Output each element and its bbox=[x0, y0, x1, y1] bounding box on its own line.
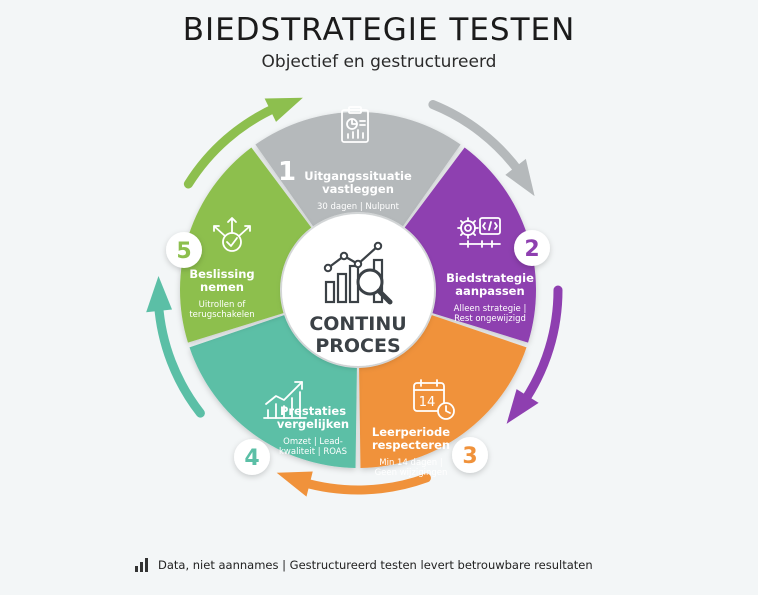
step-2-title-line-1: Biedstrategie bbox=[446, 271, 534, 285]
step-1-title-line-2: vastleggen bbox=[322, 182, 394, 196]
step-1-title-line-1: Uitgangssituatie bbox=[304, 169, 412, 183]
cycle-arrow-5 bbox=[183, 102, 282, 189]
step-5-number: 5 bbox=[176, 239, 191, 264]
decision-arrows-icon bbox=[213, 217, 251, 252]
step-3-title-line-2: respecteren bbox=[372, 438, 450, 452]
step-3-title-line-1: Leerperiode bbox=[372, 425, 450, 439]
bar-chart-icon bbox=[135, 558, 148, 572]
step-2-desc-line-2: Rest ongewijzigd bbox=[454, 314, 526, 324]
calendar-clock-icon: 14 bbox=[413, 379, 455, 420]
center-label-line2: PROCES bbox=[315, 335, 400, 357]
step-2-desc-line-1: Alleen strategie | bbox=[454, 304, 527, 314]
footer-text: Data, niet aannames | Gestructureerd tes… bbox=[158, 558, 593, 572]
growth-chart-icon bbox=[263, 381, 307, 419]
cycle-arrowhead-3 bbox=[276, 471, 313, 497]
cycle-arrow-1 bbox=[428, 100, 525, 177]
clipboard-chart-icon bbox=[341, 106, 369, 143]
cycle-segment-1 bbox=[255, 112, 461, 227]
cycle-segment-4 bbox=[189, 315, 357, 468]
step-2-number: 2 bbox=[524, 237, 539, 262]
cycle-arrow-2 bbox=[519, 285, 563, 407]
step-4-title-line-2: vergelijken bbox=[277, 417, 349, 431]
step-5-desc-line-2: terugschakelen bbox=[189, 310, 254, 320]
cycle-segment-2 bbox=[404, 147, 536, 343]
cycle-segment-5 bbox=[180, 147, 312, 343]
page-subtitle: Objectief en gestructureerd bbox=[261, 52, 497, 72]
step-4-desc-line-2: kwaliteit | ROAS bbox=[279, 447, 347, 457]
cycle-arrow-4 bbox=[153, 299, 205, 418]
cycle-arrow-3 bbox=[298, 473, 431, 495]
step-1-number: 1 bbox=[278, 157, 296, 187]
cycle-arrowhead-1 bbox=[505, 158, 535, 197]
step-1-desc-line-1: 30 dagen | Nulpunt bbox=[317, 202, 400, 212]
gear-code-icon bbox=[457, 217, 501, 248]
step-4-badge: 4 bbox=[234, 439, 270, 475]
cycle-arrows bbox=[146, 97, 563, 497]
step-3-desc-line-1: Min 14 dagen | bbox=[379, 458, 442, 468]
center-label-line1: CONTINU bbox=[309, 313, 406, 335]
cycle-arrowhead-4 bbox=[146, 276, 173, 313]
step-5-badge: 5 bbox=[166, 232, 202, 268]
step-3-number: 3 bbox=[462, 444, 477, 469]
cycle-segment-3 bbox=[359, 315, 527, 468]
step-3-badge: 3 bbox=[452, 437, 488, 473]
step-4-title-line-1: Prestaties bbox=[280, 404, 346, 418]
footer-note: Data, niet aannames | Gestructureerd tes… bbox=[134, 556, 593, 574]
step-4-number: 4 bbox=[244, 446, 259, 471]
cycle-segments bbox=[180, 112, 536, 468]
cycle-arrowhead-2 bbox=[506, 389, 539, 424]
step-3-desc-line-2: Geen wijzigingen bbox=[375, 468, 448, 478]
step-4-desc-line-1: Omzet | Lead- bbox=[283, 437, 343, 447]
analytics-magnifier-icon bbox=[323, 241, 393, 305]
step-5-desc-line-1: Uitrollen of bbox=[199, 300, 247, 310]
cycle-arrowhead-5 bbox=[264, 97, 303, 122]
step-5-title-line-2: nemen bbox=[200, 280, 244, 294]
step-2-title-line-2: aanpassen bbox=[455, 284, 524, 298]
step-5-title-line-1: Beslissing bbox=[189, 267, 254, 281]
calendar-day-number: 14 bbox=[419, 395, 436, 410]
page-title: BIEDSTRATEGIE TESTEN bbox=[182, 12, 576, 48]
step-2-badge: 2 bbox=[514, 230, 550, 266]
